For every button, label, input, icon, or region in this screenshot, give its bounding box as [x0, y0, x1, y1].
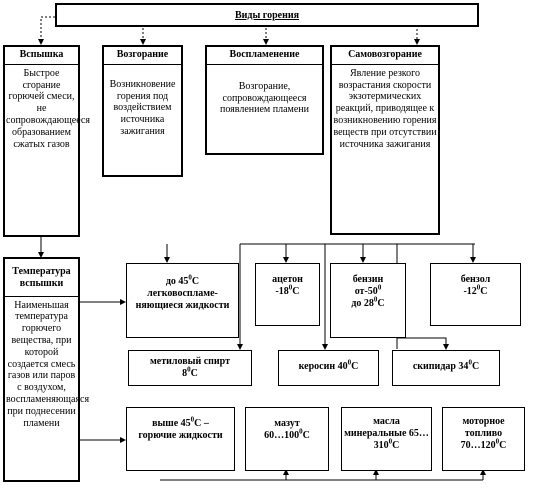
type-title: Самовозгорание: [332, 47, 438, 65]
flash-point-definition: Наименьшая температура горючего вещества…: [6, 299, 90, 429]
flash-point-header: Температура вспышки: [5, 259, 78, 297]
node-benzol: бензол -120С: [430, 263, 521, 326]
node-aceton: ацетон -180С: [255, 263, 320, 326]
node-motor-fuel: моторное топливо 70…1200С: [442, 407, 525, 471]
type-box-samovozgoranie: Самовозгорание Явление резкого возрастан…: [330, 45, 440, 235]
type-box-vspyshka: Вспышка Быстрое сгорание горючей смеси, …: [3, 45, 90, 237]
type-title: Воспламенение: [207, 47, 322, 65]
type-description: Возникновение горения под воздействием и…: [109, 78, 176, 137]
node-kerosin: керосин 400С: [278, 350, 379, 386]
title-box: Виды горения: [55, 3, 479, 27]
dotted-connector: [142, 23, 267, 44]
type-description: Явление резкого возрастания скорости экз…: [333, 67, 437, 150]
type-title: Возгорание: [104, 47, 181, 65]
type-description: Возгорание, сопровождающееся появлением …: [220, 80, 309, 116]
type-box-vozgoranie: Возгорание Возникновение горения под воз…: [102, 45, 183, 177]
node-gzh-above-45: выше 450С – горючие жидкости: [126, 407, 235, 471]
type-title: Вспышка: [5, 47, 78, 65]
flash-point-box: Температура вспышки Наименьшая температу…: [3, 257, 90, 482]
type-box-vosplamenenie: Воспламенение Возгорание, сопровождающее…: [205, 45, 324, 155]
dotted-connector: [38, 16, 55, 45]
type-description: Быстрое сгорание горючей смеси, не сопро…: [6, 67, 90, 150]
connector: [397, 337, 449, 350]
node-lvzh-up-to-45: до 450С легковоспламе-няющиеся жидкости: [126, 263, 239, 338]
title-text: Виды горения: [234, 10, 300, 21]
node-mazut: мазут 60…1000С: [245, 407, 329, 471]
node-masla: масла минеральные 65…3100С: [341, 407, 432, 471]
node-methanol: метиловый спирт 80С: [128, 350, 252, 386]
node-skipidar: скипидар 340С: [392, 350, 500, 386]
node-benzin: бензин от-500 до 280С: [330, 263, 406, 338]
